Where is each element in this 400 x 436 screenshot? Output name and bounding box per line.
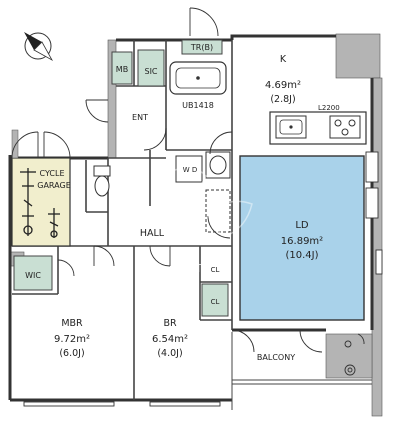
- cl-label-1: CL: [211, 266, 220, 274]
- balcony-label: BALCONY: [257, 353, 295, 362]
- watermark-text: ATTRIND: [182, 262, 230, 275]
- room-sic-name: SIC: [144, 67, 157, 76]
- room-k-area: 4.69m²: [265, 80, 301, 91]
- room-tr-name: TR(B): [190, 43, 213, 52]
- windows: [23, 151, 383, 407]
- room-ent-name: ENT: [132, 113, 148, 122]
- room-k-tatami: (2.8J): [270, 94, 295, 105]
- balcony-fixtures: [344, 340, 356, 376]
- washbasin: [175, 151, 231, 233]
- cl-label-2: CL: [211, 298, 220, 306]
- ld-floor: [239, 155, 365, 321]
- watermark-logo: [170, 166, 253, 237]
- balcony-rails: [231, 332, 372, 410]
- room-mb-name: MB: [116, 65, 128, 74]
- room-br-area: 6.54m²: [152, 334, 188, 345]
- room-ld-tatami: (10.4J): [285, 250, 318, 261]
- bathtub-icon: [169, 61, 227, 95]
- room-mbr-tatami: (6.0J): [59, 348, 84, 359]
- toilet-icon: [93, 165, 111, 197]
- room-wic-name: WIC: [25, 271, 41, 280]
- cycle-garage-line1: CYCLE: [40, 169, 65, 178]
- door-swings: [11, 7, 365, 353]
- room-hall-name: HALL: [140, 228, 165, 239]
- shaded-rooms: [13, 39, 229, 317]
- bicycle-icon: [20, 168, 60, 238]
- room-ld-name: LD: [295, 220, 309, 231]
- kitchen-counter-label: L2200: [318, 104, 340, 112]
- room-mbr-area: 9.72m²: [54, 334, 90, 345]
- sink-icon: [275, 115, 307, 139]
- wd-label: W D: [183, 166, 198, 174]
- room-k-name: K: [280, 54, 287, 65]
- room-mbr-name: MBR: [61, 318, 83, 329]
- cycle-garage-line2: GARAGE: [37, 181, 71, 190]
- room-ld-area: 16.89m²: [281, 236, 323, 247]
- room-br-tatami: (4.0J): [157, 348, 182, 359]
- compass-north-icon: [24, 32, 54, 62]
- room-br-name: BR: [163, 318, 177, 329]
- stove-icon: [329, 115, 361, 139]
- room-ub-name: UB1418: [182, 101, 214, 110]
- cycle-garage: [11, 129, 71, 247]
